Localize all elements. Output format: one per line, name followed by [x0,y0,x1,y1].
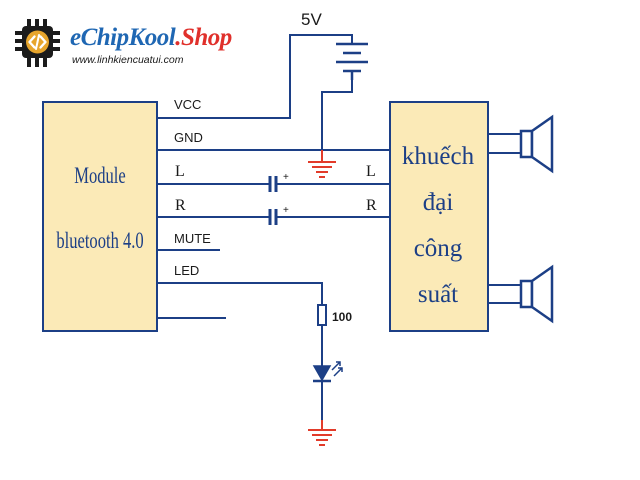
led-icon [312,361,343,383]
brand-url: www.linhkiencuatui.com [72,54,184,66]
resistor-icon [317,304,327,326]
amp-label-line-2: đại [423,189,454,216]
ground-icon [308,150,336,178]
power-amplifier-block [389,101,489,332]
module-label-line1: Module [74,163,126,188]
top-speaker-leads [488,133,521,154]
pin-label-gnd: GND [174,130,203,145]
brand-name: eChipKool.Shop [70,24,232,52]
amp-label-line-3: công [414,235,463,262]
amp-label-line-1: khuếch [402,143,475,170]
left-capacitor-icon [268,176,278,192]
vcc-wire [157,34,353,119]
pin-label-l: L [175,163,185,180]
bluetooth-module-block [42,101,158,332]
brand-name-tld: .Shop [175,24,232,51]
led-wire [157,282,323,305]
led-ground-icon [308,420,336,446]
amp-label-line-4: suất [418,281,458,308]
right-capacitor-icon [268,209,278,225]
amp-input-label-r: R [366,197,377,214]
left-capacitor-polarity: + [283,172,289,183]
battery-icon [336,42,368,80]
supply-voltage-label: 5V [301,10,322,29]
top-speaker-icon [519,114,554,174]
amp-input-label-l: L [366,163,376,180]
pin-label-mute: MUTE [174,231,211,246]
battery-ground-wire [321,80,353,150]
resistor-value-label: 100 [332,310,352,324]
bluetooth-module-label: Module bluetooth 4.0 [56,163,143,253]
brand-logo: eChipKool.Shop www.linhkiencuatui.com [14,18,254,68]
pin-label-vcc: VCC [174,97,201,112]
bottom-speaker-leads [488,284,521,304]
pin-label-led: LED [174,263,199,278]
chip-code-icon [15,19,60,67]
amplifier-label: khuếch đại công suất [402,143,475,308]
brand-name-main: eChipKool [70,24,176,51]
pin-label-r: R [175,197,186,214]
module-label-line2: bluetooth 4.0 [56,228,143,253]
right-capacitor-polarity: + [283,205,289,216]
bottom-speaker-icon [519,264,554,324]
